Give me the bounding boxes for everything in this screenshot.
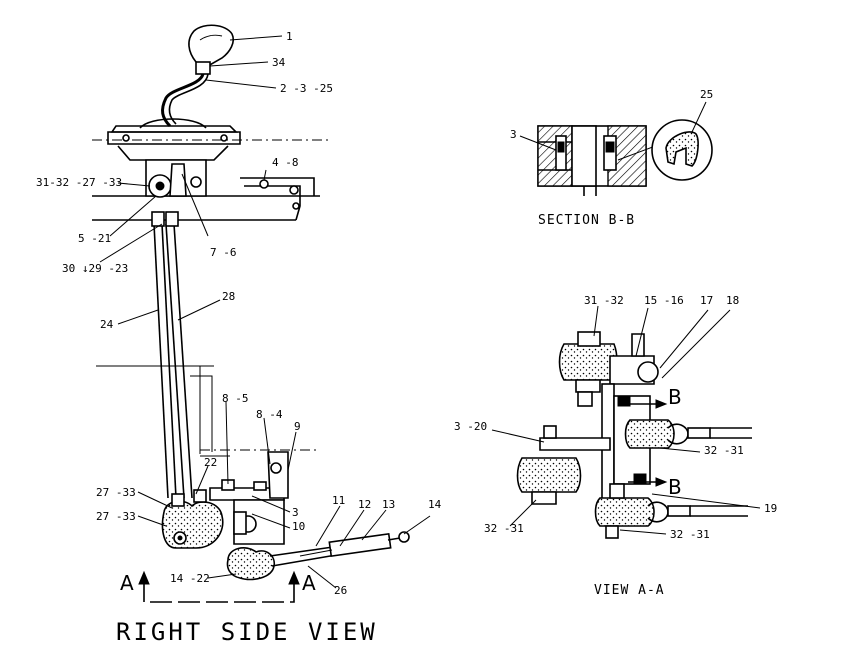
section-callout-25: 25 <box>700 88 713 101</box>
view-letter-b-bottom: B <box>668 475 682 499</box>
lever-base-plate <box>92 118 330 161</box>
view-callout-17: 17 <box>700 294 713 307</box>
view-letter-a-left: A <box>120 571 134 595</box>
view-callout-3-20: 3 -20 <box>454 420 487 433</box>
callout-24: 24 <box>100 318 114 331</box>
seal-profile <box>665 131 699 167</box>
view-callout-15-16: 15 -16 <box>644 294 684 307</box>
callout-1: 1 <box>286 30 293 43</box>
section-bb: 3 25 SECTION B-B <box>510 88 713 228</box>
callout-11: 11 <box>332 494 345 507</box>
view-callout-32-31-c: 32 -31 <box>670 528 710 541</box>
callout-5-21: 5 -21 <box>78 232 111 245</box>
section-callout-3: 3 <box>510 128 517 141</box>
view-a-arrows <box>138 570 300 603</box>
callout-10: 10 <box>292 520 305 533</box>
phantom-lines <box>96 365 320 457</box>
shift-lever <box>161 73 205 128</box>
caption-section-bb: SECTION B-B <box>538 213 635 228</box>
callout-9: 9 <box>294 420 301 433</box>
leader-lines <box>99 35 431 589</box>
caption-right-side-view: RIGHT SIDE VIEW <box>116 618 378 646</box>
callout-34: 34 <box>272 56 286 69</box>
view-callout-32-31-b: 32 -31 <box>484 522 524 535</box>
callout-27-33-b: 27 -33 <box>96 510 136 523</box>
callout-2-3-25: 2 -3 -25 <box>280 82 333 95</box>
view-letter-b-top: B <box>668 385 682 409</box>
shift-rods <box>151 211 193 499</box>
callout-31-32-27-33: 31-32 -27 -33 <box>36 176 122 189</box>
upper-pivot <box>145 159 207 198</box>
callout-28: 28 <box>222 290 235 303</box>
callout-4-8: 4 -8 <box>272 156 299 169</box>
right-side-view: 1 34 2 -3 -25 31-32 -27 -33 4 -8 5 -21 7… <box>36 24 442 646</box>
shift-knob <box>188 24 235 67</box>
cable-assembly <box>226 531 410 581</box>
callout-30-29-23: 30 ↓29 -23 <box>62 262 128 275</box>
callout-13: 13 <box>382 498 395 511</box>
view-callout-18: 18 <box>726 294 739 307</box>
callout-8-4: 8 -4 <box>256 408 283 421</box>
lower-bracket <box>209 451 289 545</box>
knob-nut <box>195 61 211 75</box>
callout-8-5: 8 -5 <box>222 392 249 405</box>
callout-22: 22 <box>204 456 217 469</box>
callout-14: 14 <box>428 498 442 511</box>
callout-7-6: 7 -6 <box>210 246 237 259</box>
callout-14-22: 14 -22 <box>170 572 210 585</box>
view-callout-32-31-a: 32 -31 <box>704 444 744 457</box>
view-callout-19: 19 <box>764 502 777 515</box>
caption-view-aa: VIEW A-A <box>594 583 665 598</box>
view-callout-31-32: 31 -32 <box>584 294 624 307</box>
callout-26: 26 <box>334 584 347 597</box>
view-aa: 31 -32 15 -16 17 18 3 -20 32 -31 19 32 -… <box>454 294 777 598</box>
callout-3: 3 <box>292 506 299 519</box>
lower-ball-joints <box>161 489 224 549</box>
view-letter-a-right: A <box>302 571 316 595</box>
callout-27-33-a: 27 -33 <box>96 486 136 499</box>
callout-12: 12 <box>358 498 371 511</box>
